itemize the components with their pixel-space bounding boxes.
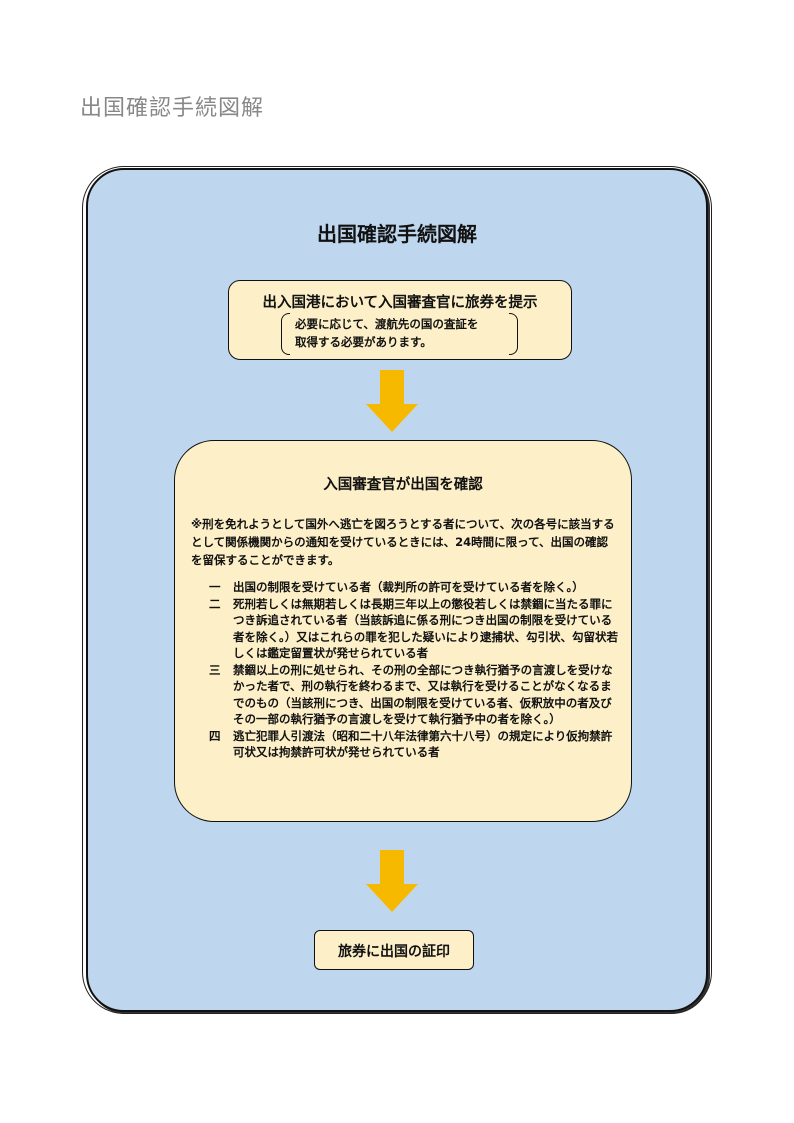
diagram-title: 出国確認手続図解 xyxy=(317,222,477,246)
item-number: 一 xyxy=(209,580,221,594)
step-present-passport: 出入国港において入国審査官に旅券を提示 必要に応じて、渡航先の国の査証を 取得す… xyxy=(228,280,572,360)
step-departure-stamp: 旅券に出国の証印 xyxy=(314,930,474,970)
step-officer-confirms-label: 入国審査官が出国を確認 xyxy=(323,477,483,493)
conditions-list: 一 出国の制限を受けている者（裁判所の許可を受けている者を除く。） 二 死刑若し… xyxy=(209,579,621,761)
step-officer-confirms: 入国審査官が出国を確認 ※刑を免れようとして国外へ逃亡を図ろうとする者について、… xyxy=(174,440,632,822)
list-item: 二 死刑若しくは無期若しくは長期三年以上の懲役若しくは禁錮に当たる罪につき訴追さ… xyxy=(209,596,621,662)
list-item: 四 逃亡犯罪人引渡法（昭和二十八年法律第六十八号）の規定により仮拘禁許可状又は拘… xyxy=(209,728,621,761)
visa-note-line2: 取得する必要があります。 xyxy=(295,335,432,349)
visa-note: 必要に応じて、渡航先の国の査証を 取得する必要があります。 xyxy=(295,315,478,351)
visa-note-line1: 必要に応じて、渡航先の国の査証を xyxy=(295,317,479,331)
item-number: 三 xyxy=(209,662,221,677)
item-number: 二 xyxy=(209,596,221,611)
step-departure-stamp-label: 旅券に出国の証印 xyxy=(338,944,450,960)
page-title: 出国確認手続図解 xyxy=(80,96,265,121)
down-arrow-icon xyxy=(366,370,418,432)
item-text: 死刑若しくは無期若しくは長期三年以上の懲役若しくは禁錮に当たる罪につき訴追されて… xyxy=(233,596,619,661)
right-bracket xyxy=(509,313,518,355)
left-bracket xyxy=(281,313,290,355)
reservation-note: ※刑を免れようとして国外へ逃亡を図ろうとする者について、次の各号に該当するとして… xyxy=(191,517,615,567)
step-present-passport-label: 出入国港において入国審査官に旅券を提示 xyxy=(262,295,538,311)
item-number: 四 xyxy=(209,728,221,743)
item-text: 禁錮以上の刑に処せられ、その刑の全部につき執行猶予の言渡しを受けなかった者で、刑… xyxy=(233,662,613,727)
item-text: 逃亡犯罪人引渡法（昭和二十八年法律第六十八号）の規定により仮拘禁許可状又は拘禁許… xyxy=(233,728,613,760)
list-item: 三 禁錮以上の刑に処せられ、その刑の全部につき執行猶予の言渡しを受けなかった者で… xyxy=(209,662,621,728)
list-item: 一 出国の制限を受けている者（裁判所の許可を受けている者を除く。） xyxy=(209,579,621,596)
item-text: 出国の制限を受けている者（裁判所の許可を受けている者を除く。） xyxy=(233,580,584,594)
down-arrow-icon xyxy=(366,850,418,912)
diagram-panel: 出国確認手続図解 出入国港において入国審査官に旅券を提示 必要に応じて、渡航先の… xyxy=(82,166,712,1014)
